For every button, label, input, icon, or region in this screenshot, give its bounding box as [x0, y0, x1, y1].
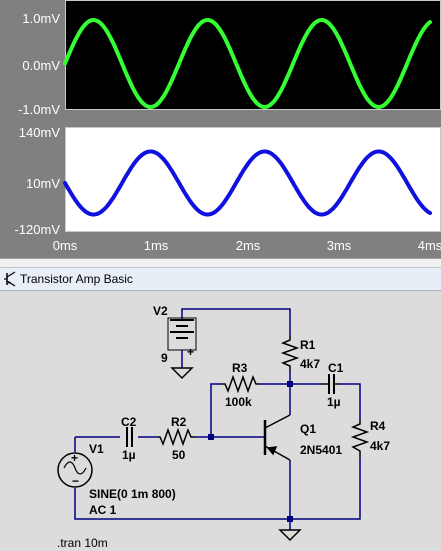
ground-icon — [170, 367, 194, 380]
r3-name: R3 — [232, 361, 248, 375]
v1-sine-source[interactable]: + − — [57, 451, 93, 488]
c2-name: C2 — [121, 415, 137, 429]
x-tick-1ms: 1ms — [144, 238, 169, 253]
r4-name: R4 — [370, 419, 386, 433]
v1-value: SINE(0 1m 800) — [89, 487, 176, 501]
output-voltage-trace — [63, 149, 432, 217]
top-plot-pane[interactable] — [65, 0, 441, 110]
x-tick-2ms: 2ms — [236, 238, 261, 253]
wires — [74, 308, 361, 530]
junction-dot — [287, 381, 293, 387]
top-y-tick-0: 0.0mV — [22, 58, 60, 73]
r2-name: R2 — [171, 415, 187, 429]
q1-transistor[interactable] — [263, 414, 291, 461]
v2-polarity-plus: + — [187, 345, 194, 359]
junction-dot — [208, 434, 214, 440]
c2-capacitor[interactable] — [126, 427, 133, 447]
r2-resistor[interactable] — [158, 427, 195, 447]
q1-value: 2N5401 — [300, 443, 342, 457]
bottom-y-tick-neg120: -120mV — [14, 222, 60, 237]
v2-battery[interactable]: + — [167, 317, 197, 359]
junction-dot — [287, 516, 293, 522]
r4-resistor[interactable] — [350, 420, 370, 458]
c2-value: 1µ — [122, 448, 136, 462]
x-tick-3ms: 3ms — [327, 238, 352, 253]
schematic-window-title: Transistor Amp Basic — [20, 272, 133, 286]
c1-capacitor[interactable] — [321, 374, 340, 394]
c1-value: 1µ — [327, 395, 341, 409]
x-tick-4ms: 4ms — [418, 238, 441, 253]
c1-name: C1 — [328, 361, 344, 375]
bottom-plot-pane[interactable] — [65, 127, 441, 232]
v2-value: 9 — [161, 351, 168, 365]
r1-value: 4k7 — [300, 357, 320, 371]
waveform-plot: 1.0mV 0.0mV -1.0mV 140mV 10mV -120mV 0ms… — [14, 0, 441, 253]
v2-name: V2 — [153, 304, 168, 318]
input-voltage-trace — [63, 18, 432, 109]
r3-resistor[interactable] — [222, 374, 260, 394]
transistor-icon — [4, 271, 16, 287]
q1-name: Q1 — [300, 422, 316, 436]
r3-value: 100k — [225, 395, 252, 409]
v1-ac-value: AC 1 — [89, 503, 117, 517]
schematic-window-titlebar[interactable]: Transistor Amp Basic — [0, 267, 441, 291]
r1-resistor[interactable] — [280, 335, 300, 370]
schematic-canvas[interactable]: + V2 9 R1 4k7 R3 100k C1 1µ — [0, 292, 441, 551]
v1-name: V1 — [89, 442, 104, 456]
bottom-y-tick-140: 140mV — [19, 125, 61, 140]
circuit-schematic: + V2 9 R1 4k7 R3 100k C1 1µ — [57, 304, 390, 550]
waveform-viewer[interactable]: 1.0mV 0.0mV -1.0mV 140mV 10mV -120mV 0ms… — [0, 0, 441, 258]
v1-polarity-minus: − — [72, 474, 79, 488]
r1-name: R1 — [300, 338, 316, 352]
top-y-tick-neg1: -1.0mV — [18, 102, 60, 117]
spice-directive[interactable]: .tran 10m — [57, 536, 108, 550]
r4-value: 4k7 — [370, 439, 390, 453]
bottom-y-tick-10: 10mV — [26, 176, 60, 191]
x-tick-0ms: 0ms — [53, 238, 78, 253]
r2-value: 50 — [172, 448, 186, 462]
pane-separator[interactable] — [0, 258, 441, 267]
top-y-tick-1: 1.0mV — [22, 11, 60, 26]
v1-polarity-plus: + — [71, 451, 78, 465]
ground-icon — [278, 529, 302, 542]
